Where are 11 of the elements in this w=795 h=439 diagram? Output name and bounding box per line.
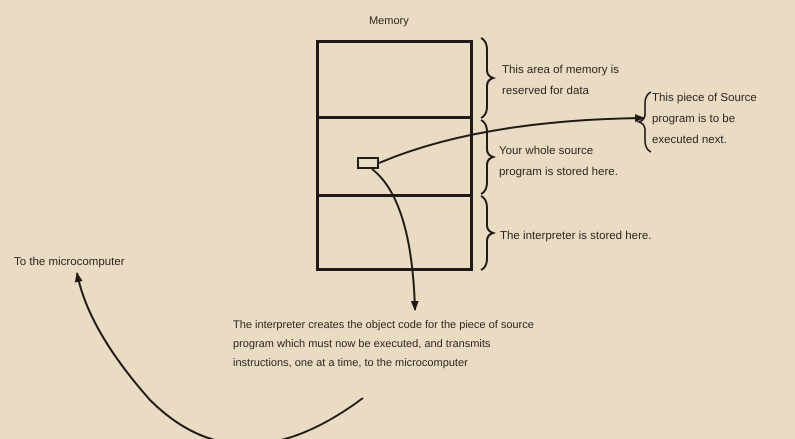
explanation-text: The interpreter creates the object code for the piece of source program which must now be executed, and transmits instructions, one at a time, to the microcomputer bbox=[233, 318, 535, 371]
annotation-text: This area of memory is reserved for data bbox=[502, 63, 620, 99]
program-piece-box bbox=[357, 157, 379, 169]
annotation-text: Your whole source program is stored here. bbox=[499, 144, 619, 180]
note-text: This piece of Source program is to be executed next. bbox=[652, 91, 758, 148]
annotation-text: The interpreter is stored here. bbox=[500, 229, 652, 244]
arrow bbox=[371, 168, 419, 311]
memory-heading: Memory bbox=[369, 14, 409, 29]
note-text: To the microcomputer bbox=[14, 255, 126, 270]
arrow bbox=[378, 114, 645, 164]
arrow bbox=[75, 272, 364, 439]
